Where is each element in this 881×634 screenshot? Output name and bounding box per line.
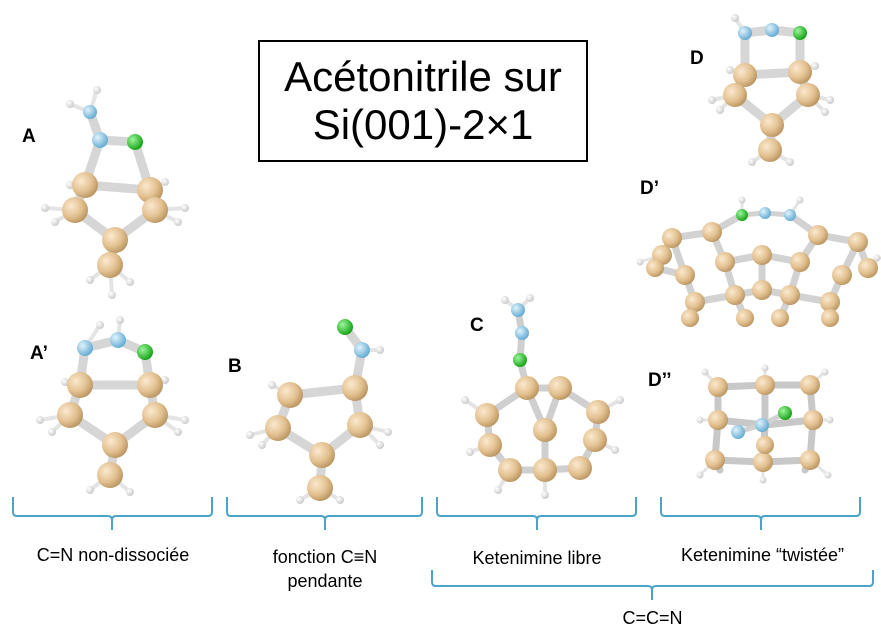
caption-group-1: C=N non-dissociée: [36, 545, 190, 565]
caption-group-34: C=C=N: [622, 608, 683, 628]
title-line-2: Si(001)-2×1: [312, 101, 534, 148]
caption-group-2: fonction C≡N pendante: [225, 545, 425, 593]
caption-group-3: Ketenimine libre: [472, 548, 602, 568]
bracket-group-4: [660, 497, 861, 530]
label-b: B: [228, 356, 242, 377]
label-d: D: [690, 48, 704, 69]
molecule-b: [246, 319, 392, 504]
molecule-d: [708, 14, 834, 166]
label-d-double-prime: D’’: [648, 370, 672, 391]
label-a: A: [22, 126, 36, 147]
label-d-prime: D’: [640, 178, 659, 199]
bracket-group-3: [436, 497, 637, 530]
caption-group-4: Ketenimine “twistée”: [680, 545, 845, 565]
molecule-d-double-prime: [696, 364, 834, 484]
molecule-d-prime: [636, 196, 881, 327]
molecule-a: [41, 86, 189, 299]
bracket-group-34: [431, 570, 874, 600]
title-box: Acétonitrile sur Si(001)-2×1: [258, 40, 588, 162]
bracket-group-2: [226, 497, 423, 530]
caption-group-2-line-2: pendante: [287, 571, 363, 591]
label-c: C: [470, 315, 484, 336]
title-line-1: Acétonitrile sur: [284, 53, 562, 100]
molecule-c: [461, 294, 624, 499]
bracket-group-1: [12, 497, 213, 530]
caption-group-2-line-1: fonction C≡N: [272, 547, 378, 567]
label-a-prime: A’: [30, 343, 48, 364]
molecule-a-prime: [36, 316, 189, 496]
